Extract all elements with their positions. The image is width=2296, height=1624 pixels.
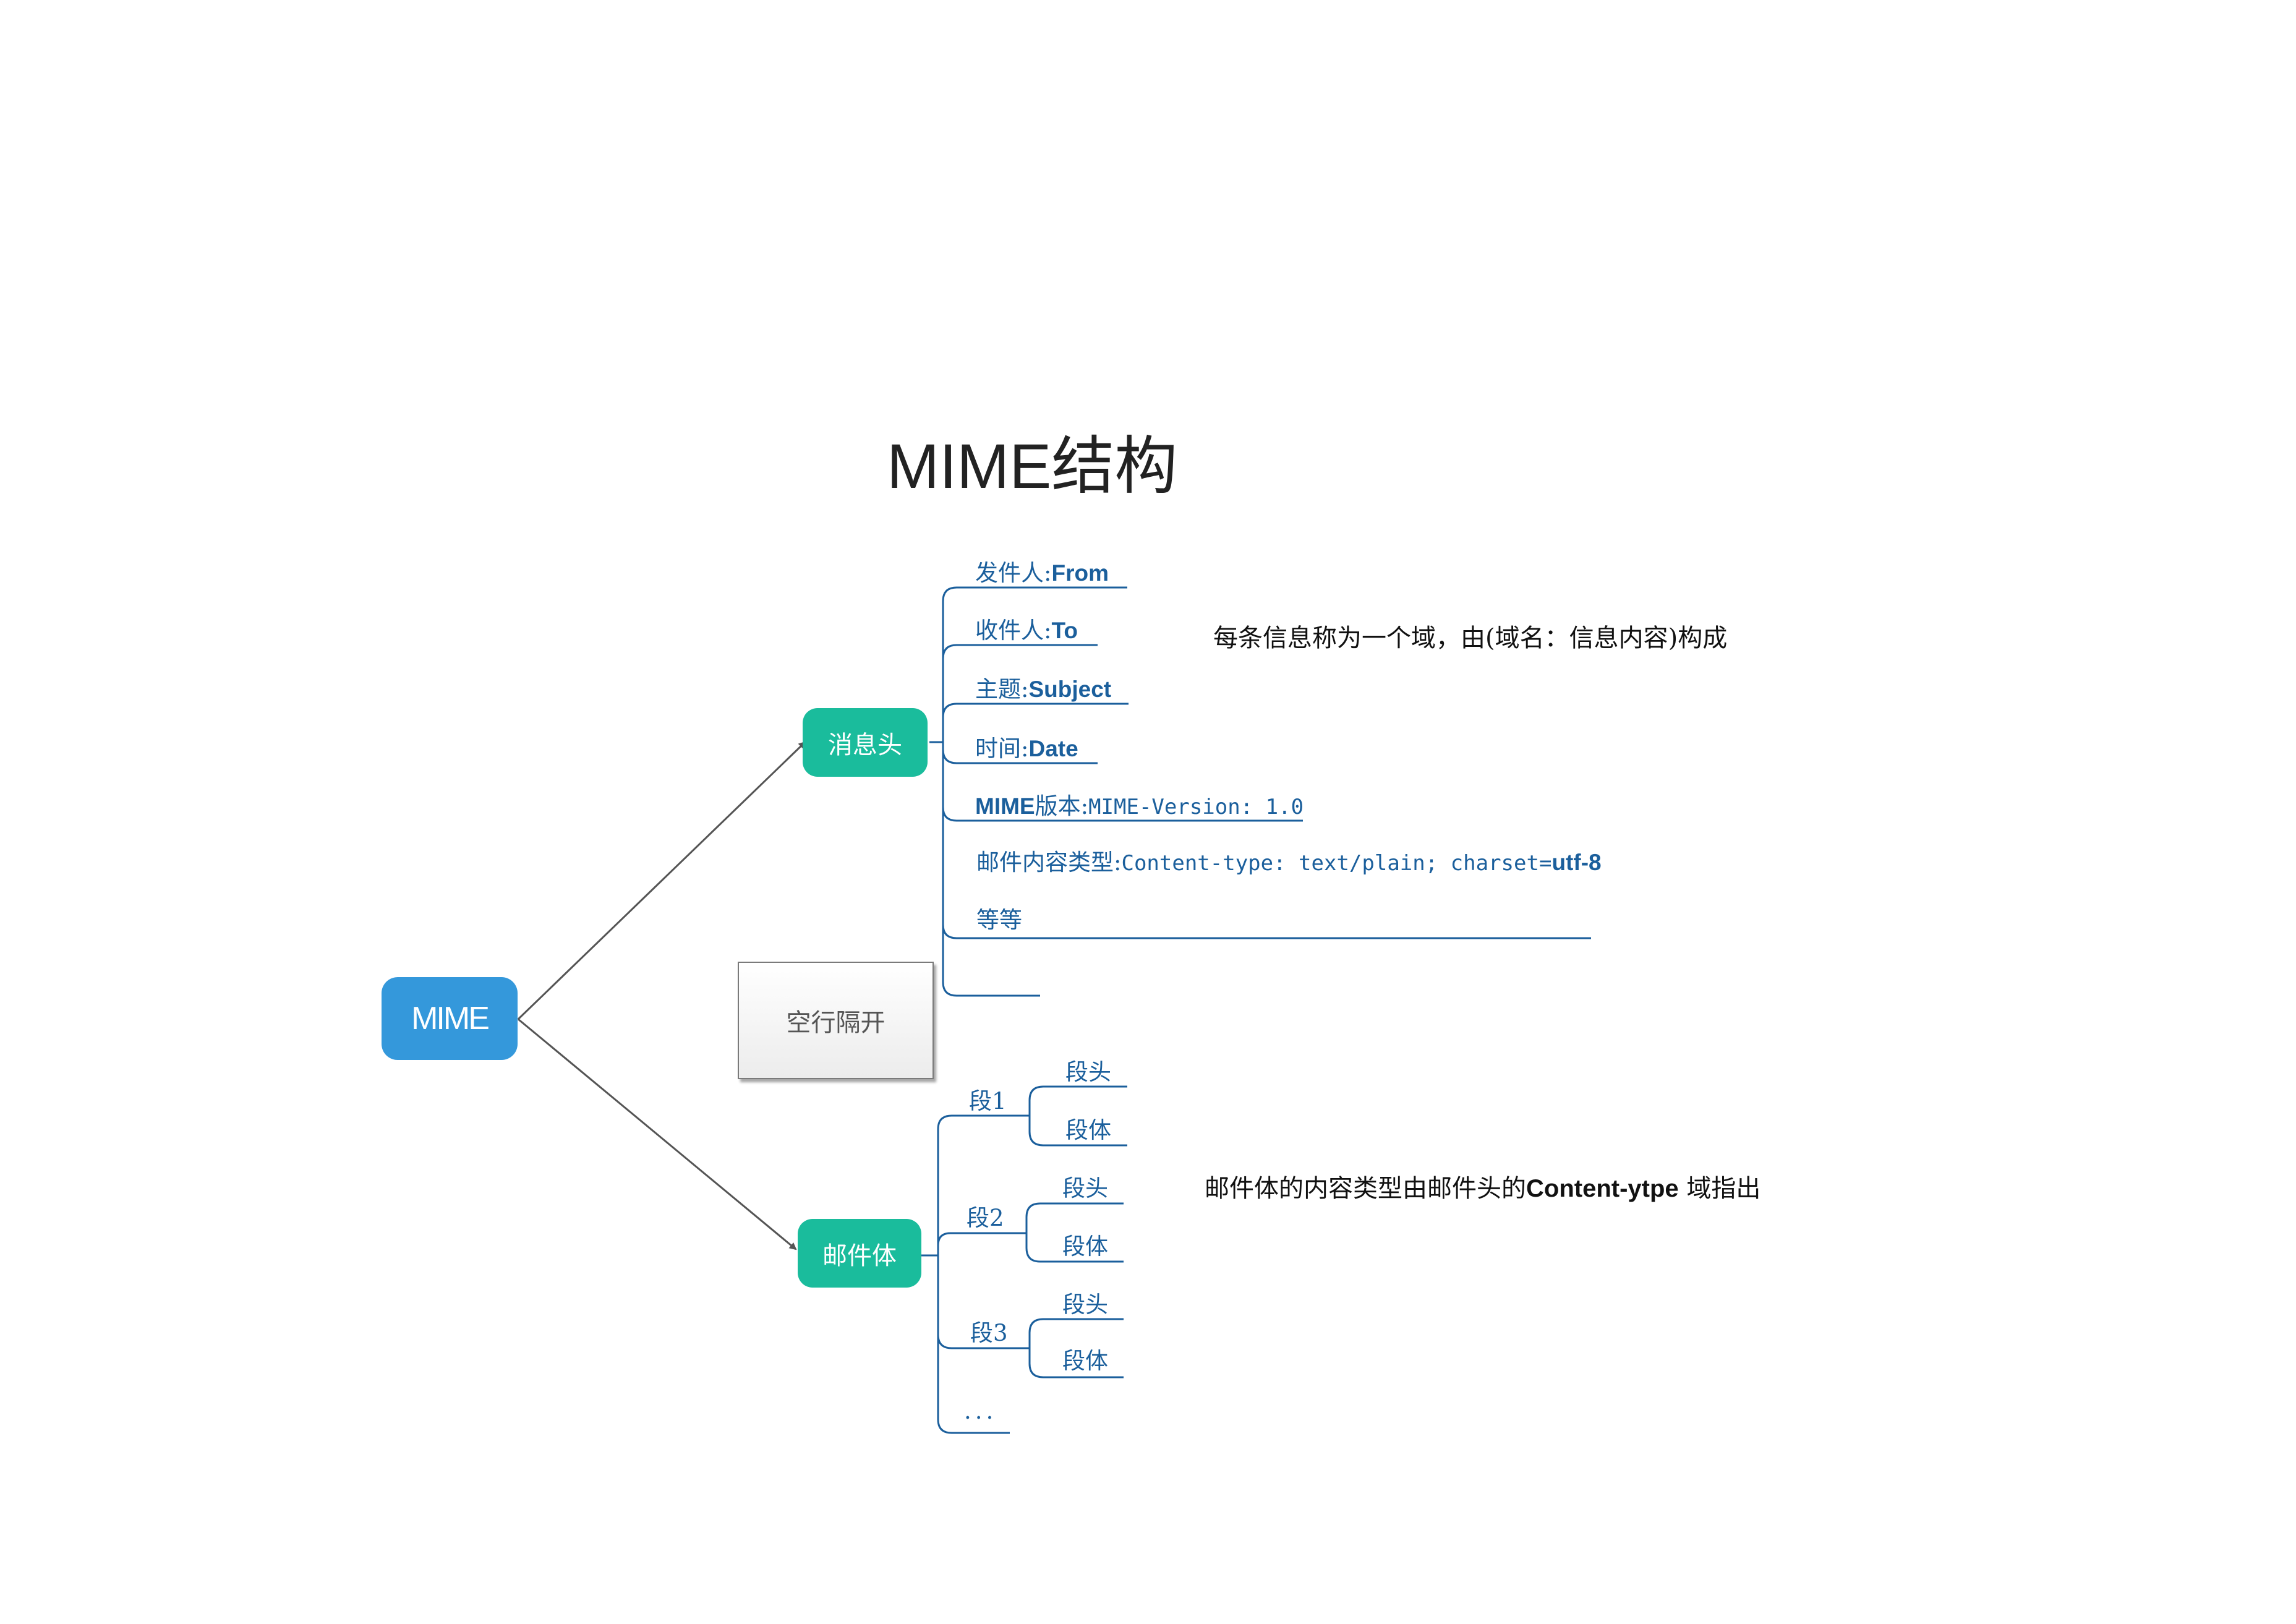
segment-2-head[interactable]: 段头 bbox=[1062, 1175, 1108, 1202]
segment-1-body[interactable]: 段体 bbox=[1065, 1117, 1111, 1143]
field-name: 主题: bbox=[975, 676, 1029, 703]
body-note: 邮件体的内容类型由邮件头的Content-ytpe 域指出 bbox=[1205, 1168, 1760, 1204]
root-node-mime[interactable]: MIME bbox=[382, 977, 518, 1060]
body-note-field: Content-ytpe bbox=[1526, 1175, 1679, 1202]
field-value: Date bbox=[1028, 736, 1078, 761]
header-field-to[interactable]: 收件人:To bbox=[975, 612, 1078, 645]
branch-node-body-label: 邮件体 bbox=[822, 1241, 897, 1270]
separator-label: 空行隔开 bbox=[786, 1009, 886, 1037]
header-field-subject[interactable]: 主题:Subject bbox=[975, 670, 1111, 704]
segment-1-label[interactable]: 段1 bbox=[969, 1088, 1007, 1114]
segment-more[interactable]: ... bbox=[964, 1398, 997, 1424]
field-name: 版本: bbox=[1035, 793, 1089, 819]
segment-1-head[interactable]: 段头 bbox=[1065, 1059, 1111, 1085]
header-note: 每条信息称为一个域，由(域名：信息内容)构成 bbox=[1213, 624, 1728, 652]
field-name: 时间: bbox=[975, 735, 1029, 762]
body-note-suffix: 域指出 bbox=[1678, 1174, 1761, 1203]
header-field-etc[interactable]: 等等 bbox=[976, 901, 1022, 934]
root-node-label: MIME bbox=[411, 1001, 490, 1036]
field-value: MIME-Version: 1.0 bbox=[1088, 795, 1304, 819]
field-value-suffix: utf-8 bbox=[1551, 850, 1602, 875]
header-field-connectors bbox=[929, 586, 1591, 997]
separator-box[interactable]: 空行隔开 bbox=[738, 962, 934, 1079]
branch-node-body[interactable]: 邮件体 bbox=[798, 1219, 921, 1288]
header-field-mime-version[interactable]: MIME版本:MIME-Version: 1.0 bbox=[975, 787, 1304, 821]
page-title: MIME结构 bbox=[887, 431, 1178, 502]
field-value: To bbox=[1051, 618, 1078, 643]
branch-node-header[interactable]: 消息头 bbox=[803, 708, 928, 777]
header-field-from[interactable]: 发件人:From bbox=[975, 554, 1109, 588]
field-name: 发件人: bbox=[975, 560, 1052, 586]
segment-3-label[interactable]: 段3 bbox=[970, 1320, 1008, 1346]
body-note-text: 邮件体的内容类型由邮件头的 bbox=[1205, 1174, 1526, 1203]
body-segment-connectors bbox=[921, 1085, 1127, 1434]
field-name: 邮件内容类型: bbox=[976, 849, 1122, 876]
field-value: From bbox=[1051, 560, 1109, 586]
field-value: Content-type: text/plain; charset= bbox=[1121, 851, 1552, 876]
arrow-to-header bbox=[517, 741, 806, 1020]
segment-3-head[interactable]: 段头 bbox=[1062, 1291, 1108, 1318]
segment-2-label[interactable]: 段2 bbox=[967, 1205, 1004, 1231]
segment-2-body[interactable]: 段体 bbox=[1062, 1233, 1108, 1260]
field-name-prefix: MIME bbox=[975, 793, 1035, 819]
branch-node-header-label: 消息头 bbox=[828, 730, 902, 759]
segment-3-body[interactable]: 段体 bbox=[1062, 1348, 1108, 1374]
field-name: 收件人: bbox=[975, 617, 1052, 644]
header-field-content-type[interactable]: 邮件内容类型:Content-type: text/plain; charset… bbox=[976, 844, 1602, 877]
field-value: Subject bbox=[1028, 677, 1112, 702]
arrow-to-body bbox=[518, 1018, 797, 1250]
header-field-date[interactable]: 时间:Date bbox=[975, 730, 1078, 763]
field-name: 等等 bbox=[976, 907, 1022, 933]
